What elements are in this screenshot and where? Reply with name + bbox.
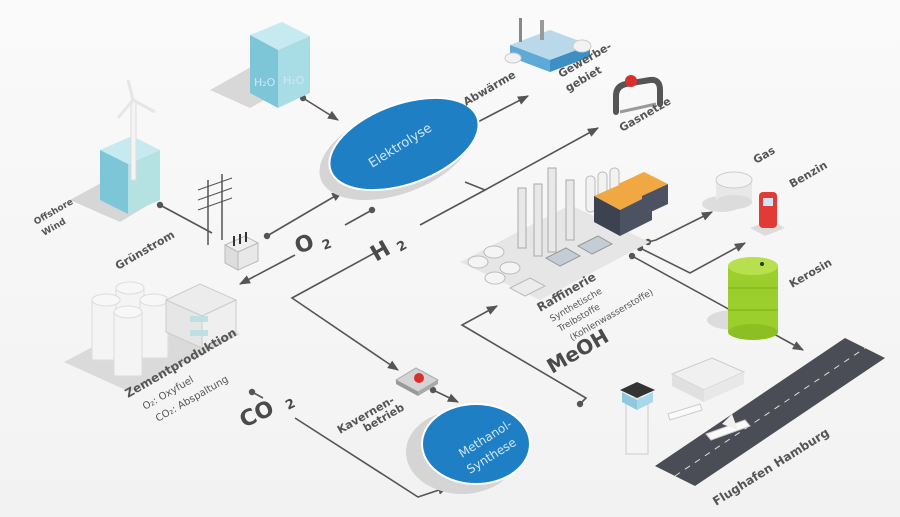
flow-h2-to-cavern (290, 249, 399, 371)
flow-grid-to-electrolysis (263, 191, 343, 240)
gas-label: Gas (751, 144, 778, 167)
kerosene-barrel-icon (707, 257, 778, 340)
electrolysis-process[interactable]: Elektrolyse (306, 80, 491, 219)
petrol-pump-icon (750, 192, 785, 236)
gas-tank-icon (702, 171, 753, 212)
waste-heat-label: Abwärme (461, 68, 518, 108)
offshore-wind-icon: Offshore Wind (33, 79, 160, 239)
flow-meoh-to-refinery (460, 305, 588, 408)
h2-subscript: 2 (395, 238, 410, 256)
gas-grid-label: Gasnetze (617, 95, 673, 135)
flow-h2-trunk (419, 189, 486, 226)
co2-subscript: 2 (283, 396, 298, 413)
water-cube-icon: H₂O H₂O (210, 22, 310, 108)
kerosene-label: Kerosin (787, 256, 834, 291)
refinery-icon (460, 167, 668, 300)
cement-plant-icon (64, 281, 240, 392)
methanol-synthesis-process[interactable]: Methanol- Synthese (406, 403, 531, 494)
flow-waste-heat (466, 95, 529, 130)
power-pylon-icon (197, 174, 260, 271)
flow-co2-to-methanol (294, 417, 450, 498)
o2-subscript: 2 (320, 237, 334, 254)
flow-to-gas (644, 211, 714, 246)
flow-lines (156, 94, 804, 498)
flow-cavern-to-methanol (429, 386, 460, 403)
water-label-2: H₂O (283, 74, 305, 87)
petrol-label: Benzin (787, 158, 830, 190)
h2-label: H (367, 236, 395, 267)
water-label-1: H₂O (254, 76, 276, 89)
flow-water-to-electrolysis (299, 94, 339, 121)
gas-pipe-icon (613, 75, 663, 115)
cavern-valve-icon (394, 367, 440, 396)
flow-o2-to-cement (239, 254, 296, 285)
flow-wind-to-grid (156, 201, 213, 234)
gruenstrom-label: Grünstrom (113, 228, 177, 272)
airport-icon (620, 338, 885, 486)
business-park-icon (504, 18, 592, 72)
o2-label: O (292, 230, 318, 260)
flow-h2-to-gasgrid (464, 127, 599, 191)
flow-co2-dot (248, 388, 264, 399)
flow-o2-a (344, 206, 376, 226)
co2-label: CO (236, 396, 278, 433)
